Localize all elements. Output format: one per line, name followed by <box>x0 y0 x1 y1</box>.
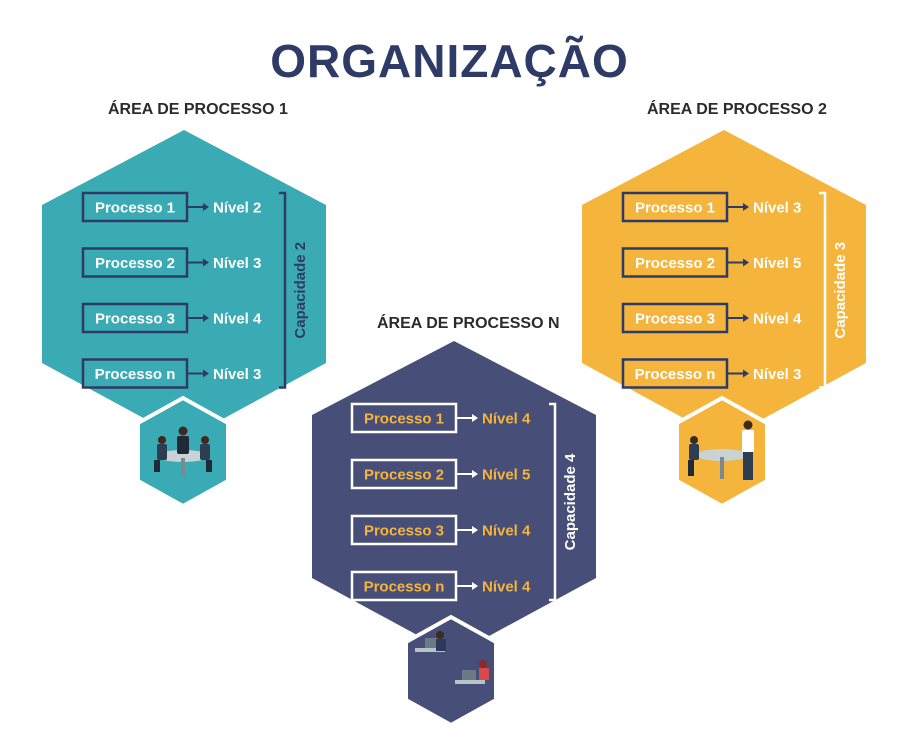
area-n-row: Processo 1 Nível 4 <box>350 402 531 434</box>
area-n-process-label: Processo 2 <box>364 467 444 484</box>
area-n-process-label: Processo n <box>364 579 445 596</box>
area-n-group <box>312 341 596 728</box>
area-2-capacity-bracket <box>819 191 827 389</box>
area-n-capacity-label: Capacidade 4 <box>562 453 579 550</box>
area-1-row: Processo 2 Nível 3 <box>81 247 261 278</box>
arrow-right-icon <box>203 369 209 378</box>
area-1-row: Processo 3 Nível 4 <box>81 302 262 334</box>
area-n-level-label: Nível 4 <box>482 579 531 596</box>
area-2-process-label: Processo 1 <box>635 200 715 217</box>
area-2-level-label: Nível 3 <box>753 200 801 217</box>
area-1-process-label: Processo n <box>95 366 176 383</box>
arrow-right-icon <box>472 470 478 478</box>
area-n-level-label: Nível 4 <box>482 411 531 428</box>
area-1-level-label: Nível 2 <box>213 200 261 217</box>
area-1-level-label: Nível 4 <box>213 311 262 328</box>
area-1-capacity-bracket <box>279 191 287 389</box>
area-n-hexagon <box>312 341 596 655</box>
area-n-process-label: Processo 3 <box>364 523 444 540</box>
arrow-right-icon <box>743 258 749 267</box>
area-n-level-label: Nível 4 <box>482 523 531 540</box>
area-1-process-label: Processo 3 <box>95 311 175 328</box>
area-2-hexagon <box>582 130 866 440</box>
area-1-hexagon <box>42 130 326 440</box>
desk-workers-icon <box>415 631 489 684</box>
arrow-right-icon <box>472 526 478 534</box>
area-1-process-label: Processo 2 <box>95 255 175 272</box>
area-n-process-label: Processo 1 <box>364 411 444 428</box>
area-1-level-label: Nível 3 <box>213 255 261 272</box>
area-n-capacity-bracket <box>549 402 557 602</box>
area-1-process-label: Processo 1 <box>95 200 175 217</box>
area-2-level-label: Nível 3 <box>753 366 801 383</box>
arrow-right-icon <box>743 369 749 378</box>
area-2-level-label: Nível 5 <box>753 255 801 272</box>
arrow-right-icon <box>472 414 478 422</box>
area-1-level-label: Nível 3 <box>213 366 261 383</box>
arrow-right-icon <box>743 314 749 322</box>
area-n-row: Processo 3 Nível 4 <box>350 514 531 546</box>
arrow-right-icon <box>203 203 209 211</box>
arrow-right-icon <box>203 258 209 267</box>
area-2-level-label: Nível 4 <box>753 311 802 328</box>
area-2-row: Processo n Nível 3 <box>621 358 801 389</box>
area-n-row: Processo n Nível 4 <box>350 570 531 602</box>
area-2-process-label: Processo n <box>635 366 716 383</box>
area-2-row: Processo 2 Nível 5 <box>621 247 801 278</box>
area-1-group <box>42 130 326 509</box>
area-n-level-label: Nível 5 <box>482 467 530 484</box>
area-2-row: Processo 3 Nível 4 <box>621 302 802 334</box>
meeting-icon <box>154 426 212 476</box>
area-2-process-label: Processo 2 <box>635 255 715 272</box>
area-1-title: ÁREA DE PROCESSO 1 <box>108 101 288 118</box>
area-2-capacity-label: Capacidade 3 <box>832 242 849 339</box>
page-title: ORGANIZAÇÃO <box>270 35 629 87</box>
area-2-title: ÁREA DE PROCESSO 2 <box>647 101 827 118</box>
area-2-process-label: Processo 3 <box>635 311 715 328</box>
area-1-row: Processo n Nível 3 <box>81 358 261 389</box>
area-2-row: Processo 1 Nível 3 <box>621 191 801 223</box>
arrow-right-icon <box>472 582 478 590</box>
arrow-right-icon <box>743 203 749 211</box>
arrow-right-icon <box>203 314 209 322</box>
discussion-icon <box>688 420 754 480</box>
area-2-group <box>582 130 866 509</box>
area-n-row: Processo 2 Nível 5 <box>350 458 530 490</box>
area-n-title: ÁREA DE PROCESSO N <box>377 315 560 332</box>
area-1-capacity-label: Capacidade 2 <box>292 242 309 339</box>
area-1-row: Processo 1 Nível 2 <box>81 191 261 223</box>
